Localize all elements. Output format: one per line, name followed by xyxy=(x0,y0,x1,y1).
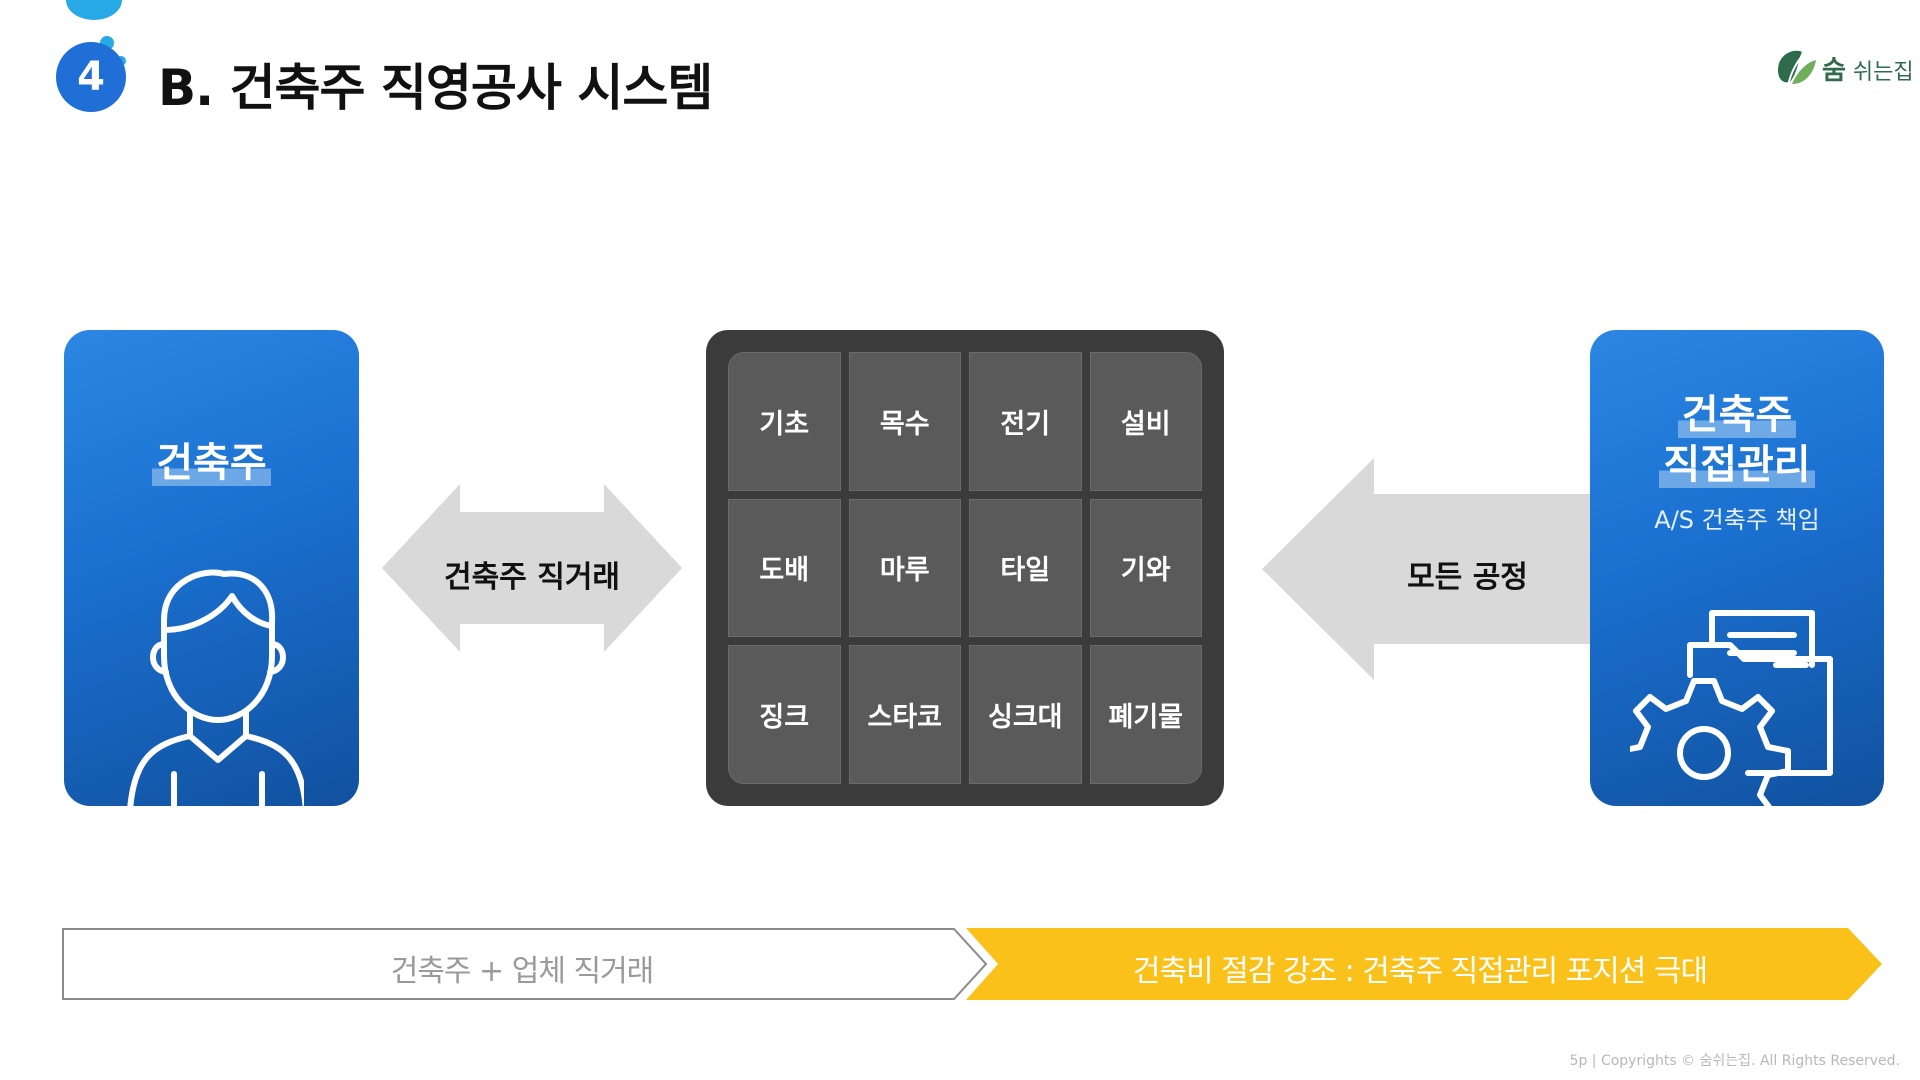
trade-cell: 싱크대 xyxy=(969,645,1082,784)
folder-gear-icon xyxy=(1630,610,1833,806)
management-title-line1: 건축주 xyxy=(1677,392,1797,438)
trade-cell: 전기 xyxy=(969,352,1082,491)
brand-wordmark: 쉬는집 xyxy=(1852,60,1914,85)
banner-right-label: 건축비 절감 강조 : 건축주 직접관리 포지션 극대 xyxy=(1132,954,1708,989)
trade-cell: 설비 xyxy=(1089,352,1202,491)
trade-cell: 기와 xyxy=(1089,498,1202,638)
step-number-badge: 4 xyxy=(56,42,126,112)
direct-trade-label: 건축주 직거래 xyxy=(443,560,621,595)
brand-name: 숨 쉬는집 xyxy=(1822,50,1914,87)
trade-grid-panel: 기초 목수 전기 설비 도배 마루 타일 기와 징크 스타코 싱크대 폐기물 xyxy=(706,330,1224,806)
owner-card-title-text: 건축주 xyxy=(152,440,271,486)
banner-left-label: 건축주 + 업체 직거래 xyxy=(390,954,655,989)
all-processes-label: 모든 공정 xyxy=(1407,560,1528,595)
trade-cell: 타일 xyxy=(969,498,1082,638)
trade-cell: 목수 xyxy=(848,352,961,491)
trade-grid: 기초 목수 전기 설비 도배 마루 타일 기와 징크 스타코 싱크대 폐기물 xyxy=(728,352,1202,784)
page-title: B. 건축주 직영공사 시스템 xyxy=(158,59,713,117)
trade-cell: 기초 xyxy=(728,352,841,491)
bottom-process-banner xyxy=(62,928,1882,1000)
owner-card: 건축주 xyxy=(64,330,359,806)
trade-cell: 스타코 xyxy=(848,645,961,784)
trade-cell: 마루 xyxy=(848,498,961,638)
brand-mark: 숨 xyxy=(1822,56,1846,86)
trade-cell: 징크 xyxy=(728,645,841,784)
person-icon xyxy=(127,569,304,806)
management-title-line2: 직접관리 xyxy=(1659,442,1815,488)
owner-card-title: 건축주 xyxy=(64,430,359,488)
bidirectional-arrow-icon xyxy=(382,484,682,652)
trade-cell: 폐기물 xyxy=(1089,645,1202,784)
management-card-subtitle: A/S 건축주 책임 xyxy=(1654,506,1820,534)
trade-cell: 도배 xyxy=(728,498,841,638)
decorative-bubble xyxy=(66,0,122,20)
management-card-title: 건축주 직접관리 xyxy=(1590,390,1884,490)
copyright-footer: 5p | Copyrights © 숨쉬는집. All Rights Reser… xyxy=(1569,1053,1900,1069)
brand-leaf-icon xyxy=(1778,50,1816,87)
left-arrow-icon xyxy=(1262,458,1592,680)
management-card: 건축주 직접관리 A/S 건축주 책임 xyxy=(1590,330,1884,806)
